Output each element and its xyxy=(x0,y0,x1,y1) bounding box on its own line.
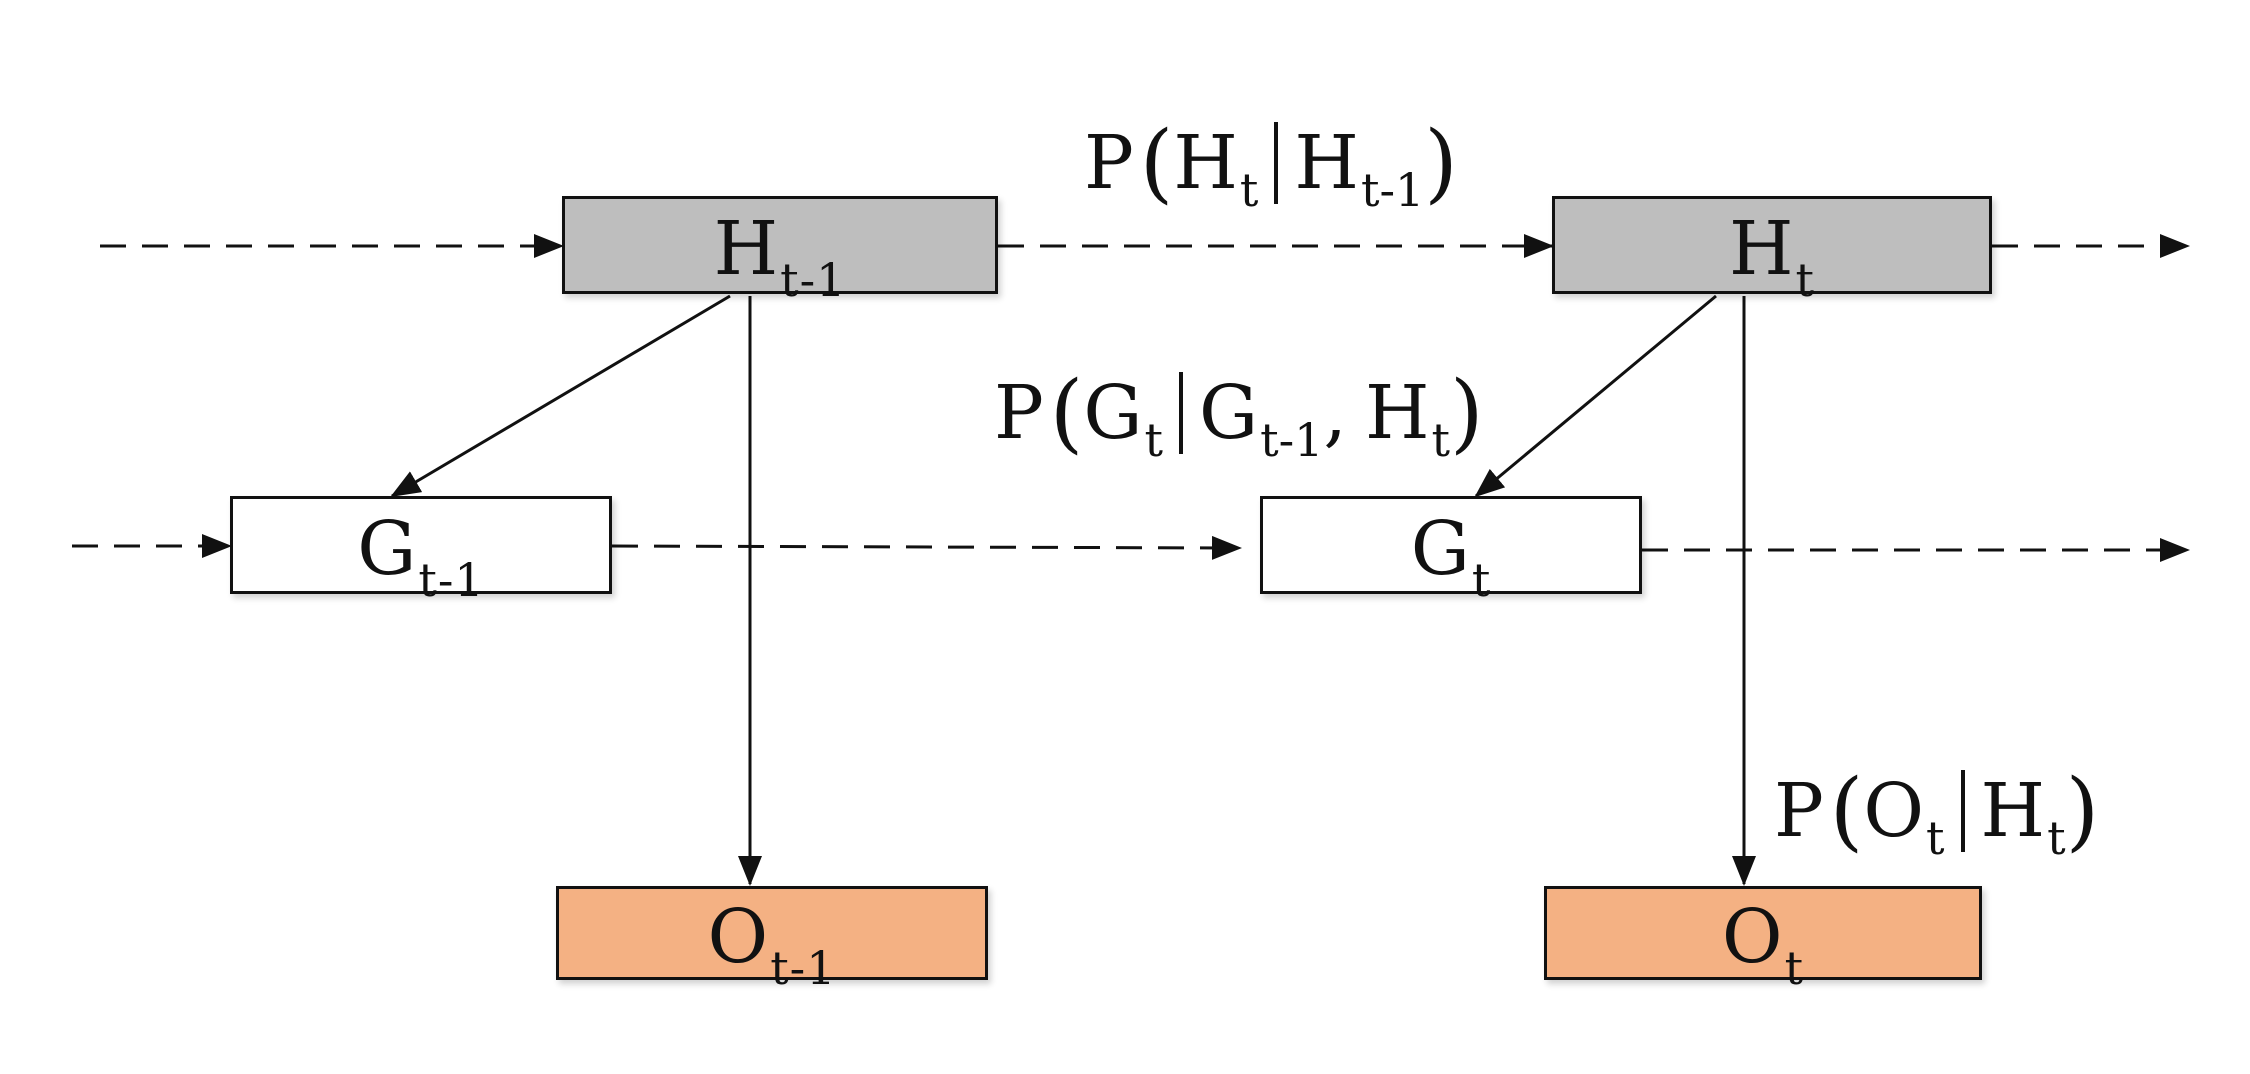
node-g-prev-label: Gt-1 xyxy=(357,512,484,603)
node-o-prev: Ot-1 xyxy=(556,886,988,991)
label-emission-fn: P xyxy=(1774,768,1824,854)
label-transition-fn: P xyxy=(1084,120,1134,206)
node-o-curr-main: O xyxy=(1721,894,1783,980)
label-transition-target-sub: t xyxy=(1239,163,1259,217)
label-emission-given-sub: t xyxy=(2047,811,2066,865)
edge-h-curr-to-g-curr xyxy=(1474,294,1717,498)
label-group-transition-fn: P xyxy=(994,370,1044,456)
label-transition-close-paren: ) xyxy=(1424,113,1458,213)
label-emission-target: O xyxy=(1863,768,1925,854)
node-o-prev-sub: t-1 xyxy=(770,941,837,995)
node-g-curr-sub: t xyxy=(1471,553,1492,607)
node-o-curr-sub: t xyxy=(1784,941,1805,995)
node-g-prev-sub: t-1 xyxy=(418,553,485,607)
label-transition-given-sub: t-1 xyxy=(1360,163,1425,217)
label-emission-target-sub: t xyxy=(1926,811,1945,865)
label-group-transition-target-sub: t xyxy=(1144,413,1163,467)
label-group-transition-open-paren: ( xyxy=(1049,363,1084,463)
node-h-prev-label: Ht-1 xyxy=(714,212,847,303)
label-transition-open-paren: ( xyxy=(1139,113,1174,213)
node-g-prev: Gt-1 xyxy=(230,496,612,603)
node-h-curr-sub: t xyxy=(1795,253,1816,307)
label-group-transition-target: G xyxy=(1083,370,1143,456)
node-h-curr: Ht xyxy=(1552,196,1992,303)
node-h-curr-label: Ht xyxy=(1729,212,1815,303)
label-emission-given-bar xyxy=(1960,770,1965,852)
node-o-curr-label: Ot xyxy=(1722,900,1804,991)
label-emission-close-paren: ) xyxy=(2065,761,2100,861)
node-g-curr-main: G xyxy=(1410,506,1470,592)
node-h-prev-sub: t-1 xyxy=(780,253,847,307)
node-o-curr: Ot xyxy=(1544,886,1982,991)
node-h-curr-main: H xyxy=(1728,206,1794,292)
label-emission-given: H xyxy=(1980,768,2046,854)
node-g-prev-main: G xyxy=(357,506,417,592)
label-group-transition-given2-sub: t xyxy=(1431,413,1450,467)
node-o-prev-main: O xyxy=(707,894,769,980)
label-group-transition-close-paren: ) xyxy=(1449,363,1484,463)
label-transition-target: H xyxy=(1173,120,1238,206)
label-group-transition-sep: , xyxy=(1323,370,1347,456)
label-transition-given-bar xyxy=(1274,122,1279,204)
label-emission-open-paren: ( xyxy=(1829,761,1864,861)
node-g-curr-label: Gt xyxy=(1411,512,1492,603)
label-group-transition-given1: G xyxy=(1198,370,1259,456)
node-h-prev-main: H xyxy=(713,206,779,292)
node-h-prev: Ht-1 xyxy=(562,196,998,303)
node-o-prev-label: Ot-1 xyxy=(708,900,837,991)
label-group-transition-given2: H xyxy=(1364,370,1430,456)
edge-h-prev-to-g-prev xyxy=(390,294,731,498)
label-group-transition-given1-sub: t-1 xyxy=(1260,413,1324,467)
node-g-curr: Gt xyxy=(1260,496,1642,603)
edge-g-prev-to-g-curr xyxy=(611,535,1242,560)
label-transition-given: H xyxy=(1294,120,1359,206)
label-group-transition-given-bar xyxy=(1178,372,1183,454)
